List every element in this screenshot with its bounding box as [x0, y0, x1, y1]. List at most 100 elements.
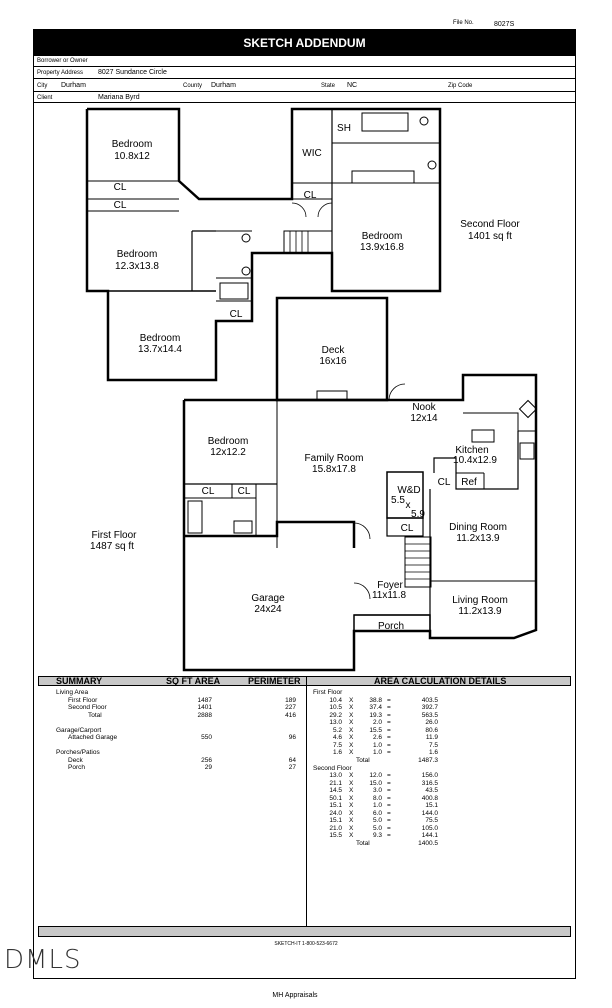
calc-times: X: [349, 726, 354, 734]
calc-equals: =: [387, 711, 391, 719]
calc-result: 316.5: [421, 779, 438, 787]
summary-row-label: Porches/Patios: [56, 749, 100, 756]
calc-result: 1.6: [428, 749, 438, 756]
calc-section-label: First Floor: [313, 689, 343, 696]
closet-label: CL: [114, 182, 127, 193]
calc-times: X: [349, 832, 354, 839]
calc-dim-b: 15.5: [369, 726, 382, 734]
calc-result: 26.0: [425, 719, 438, 726]
floor-area: 1487 sq ft: [90, 541, 134, 552]
summary-header-bar: [38, 676, 571, 686]
closet-label: CL: [238, 486, 251, 497]
room-name: W&D: [397, 485, 420, 496]
calc-dim-a: 10.5: [329, 704, 342, 711]
calc-times: X: [349, 779, 354, 787]
room-size: 13.9x16.8: [360, 242, 404, 253]
calc-result: 144.0: [421, 809, 438, 817]
company-name: MH Appraisals: [272, 992, 318, 999]
room-name: Dining Room: [449, 522, 507, 533]
calc-dim-a: 24.0: [329, 809, 342, 817]
calc-times: X: [349, 794, 354, 802]
room-size: 10.4x12.9: [453, 455, 497, 466]
calc-result: 7.5: [428, 741, 438, 749]
calc-result: 105.0: [421, 824, 438, 832]
calc-equals: =: [387, 787, 391, 794]
perimeter-header: PERIMETER: [248, 676, 301, 686]
room-size: 10.8x12: [114, 151, 150, 162]
room-size: 16x16: [319, 356, 347, 367]
watermark-logo: DMLS: [4, 945, 82, 975]
calc-equals: =: [387, 817, 391, 824]
calc-result: 400.8: [421, 794, 438, 802]
calc-dim-b: 5.0: [372, 824, 382, 832]
ref-label: Ref: [461, 477, 477, 488]
floor-plan-sketch: Bedroom 10.8x12 Bedroom 12.3x13.8 Bedroo…: [85, 107, 538, 672]
calc-equals: =: [387, 824, 391, 832]
calc-dim-a: 14.5: [329, 787, 342, 794]
divider: [34, 102, 575, 103]
summary-row-label: Deck: [68, 756, 83, 764]
calc-dim-b: 1.0: [372, 741, 382, 749]
calc-equals: =: [387, 696, 391, 704]
calc-dim-a: 1.6: [332, 749, 342, 756]
details-header: AREA CALCULATION DETAILS: [374, 676, 507, 686]
divider: [34, 66, 575, 67]
state-label: State: [321, 83, 336, 89]
summary-row-label: Total: [88, 711, 102, 719]
calc-dim-b: 2.0: [372, 719, 382, 726]
summary-row-label: Living Area: [56, 689, 89, 696]
calc-result: 563.5: [421, 711, 438, 719]
summary-row-area: 1401: [197, 704, 212, 711]
closet-label: CL: [114, 200, 127, 211]
room-name: Nook: [412, 402, 436, 413]
summary-row-label: First Floor: [68, 696, 98, 704]
calc-total-label: Total: [356, 756, 370, 764]
calc-times: X: [349, 817, 354, 824]
city-label: City: [37, 83, 48, 89]
room-size: 12.3x13.8: [115, 261, 159, 272]
calc-equals: =: [387, 802, 391, 809]
closet-label: CL: [202, 486, 215, 497]
calc-result: 75.5: [425, 817, 438, 824]
calc-dim-a: 15.1: [329, 817, 342, 824]
divider: [34, 91, 575, 92]
calc-dim-b: 2.6: [372, 734, 382, 741]
property-value: 8027 Sundance Circle: [98, 69, 167, 76]
room-size: 5.9: [411, 509, 425, 520]
calc-times: X: [349, 719, 354, 726]
summary-row-label: Porch: [68, 764, 85, 771]
client-value: Mariana Byrd: [98, 94, 140, 101]
calc-result: 403.5: [421, 696, 438, 704]
calc-equals: =: [387, 741, 391, 749]
calc-times: X: [349, 741, 354, 749]
calc-result: 144.1: [421, 832, 438, 839]
calc-result: 11.9: [425, 734, 438, 741]
calc-equals: =: [387, 809, 391, 817]
summary-row-area: 550: [201, 734, 212, 741]
summary-row-area: 29: [204, 764, 212, 771]
calc-dim-b: 1.0: [372, 749, 382, 756]
room-name: Family Room: [305, 453, 364, 464]
summary-row-perimeter: 96: [288, 734, 296, 741]
calc-total-value: 1487.3: [418, 756, 438, 764]
calc-dim-b: 6.0: [372, 809, 382, 817]
room-name: Bedroom: [208, 436, 249, 447]
calc-equals: =: [387, 719, 391, 726]
calc-dim-a: 50.1: [329, 794, 342, 802]
room-name: Bedroom: [362, 231, 403, 242]
calc-result: 156.0: [421, 772, 438, 779]
calc-dim-b: 8.0: [372, 794, 382, 802]
calc-dim-b: 12.0: [369, 772, 382, 779]
room-size: 13.7x14.4: [138, 344, 182, 355]
summary-header: SUMMARY: [56, 676, 103, 686]
room-size: x: [406, 500, 411, 511]
summary-row-perimeter: 189: [285, 696, 296, 704]
room-name: Bedroom: [117, 249, 158, 260]
room-name: Living Room: [452, 595, 508, 606]
wic-label: WIC: [302, 148, 321, 159]
porch-label: Porch: [378, 621, 404, 632]
floor-label: First Floor: [92, 530, 138, 541]
calc-dim-b: 15.0: [369, 779, 382, 787]
room-size: 11.2x13.9: [456, 533, 500, 544]
calc-result: 80.6: [425, 726, 438, 734]
